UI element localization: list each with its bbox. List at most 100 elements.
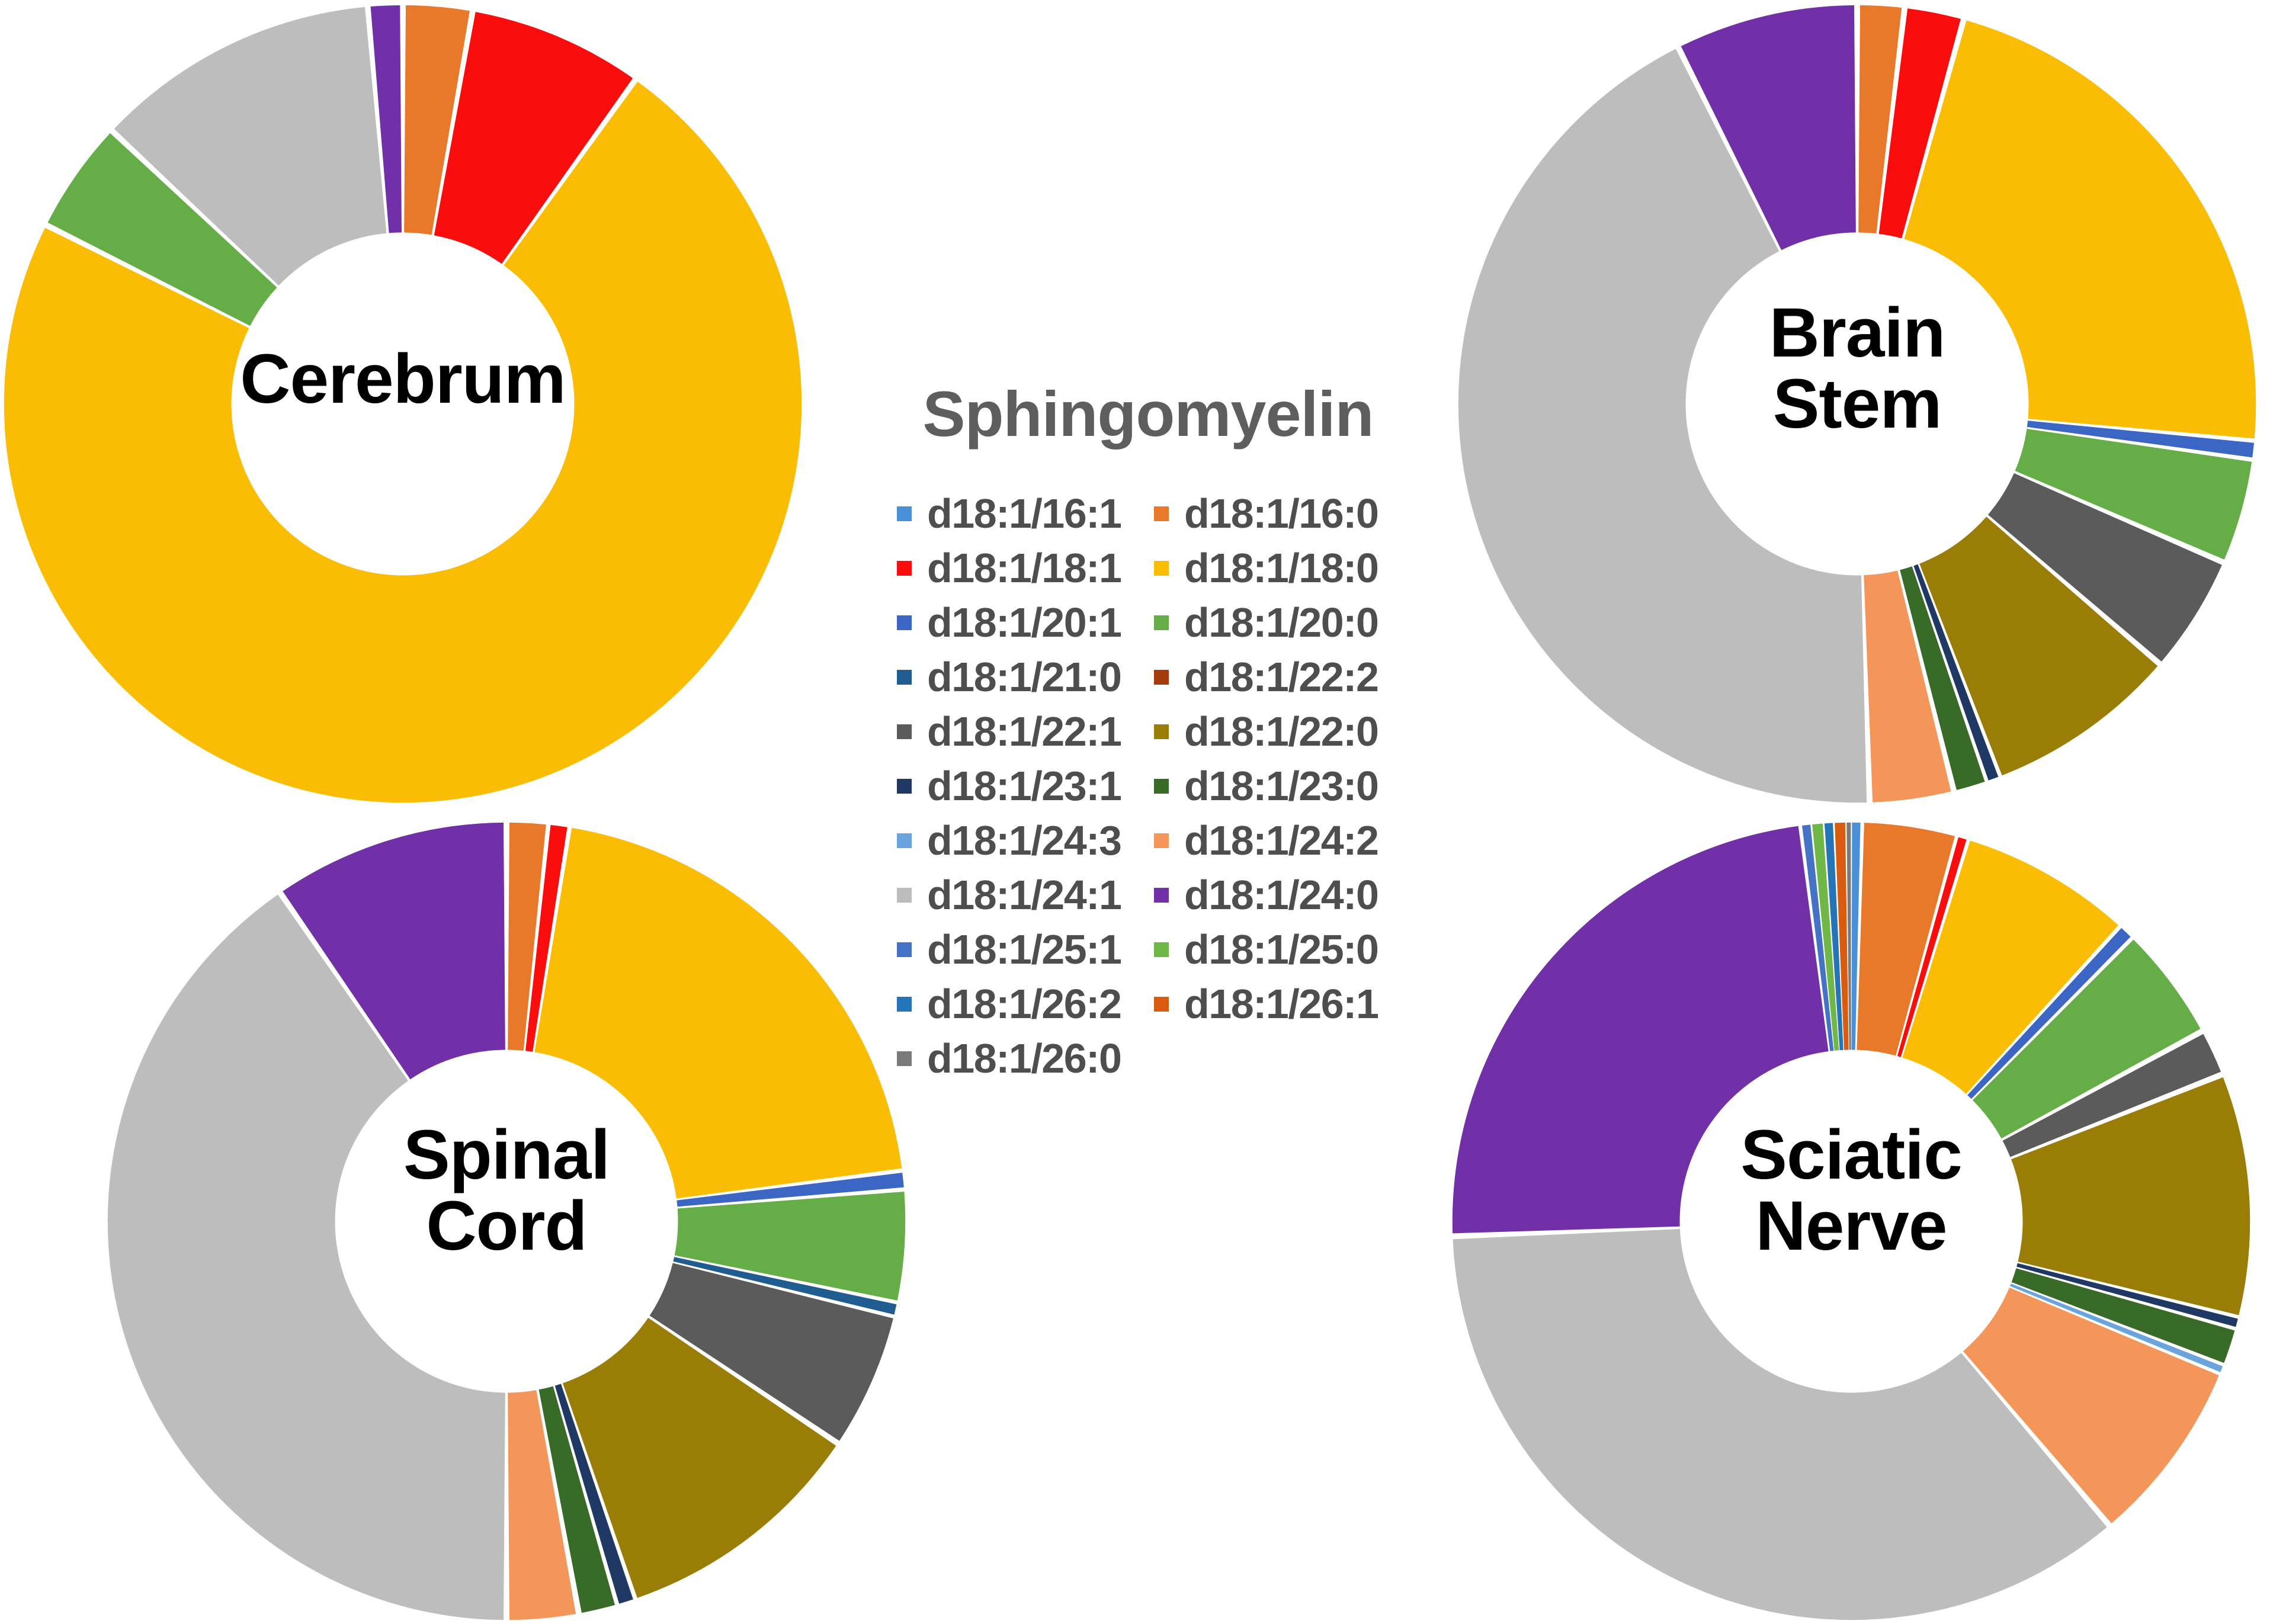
- pie-slice-d18-1-24-1[interactable]: [114, 7, 387, 286]
- pie-slice-d18-1-20-0[interactable]: [2015, 429, 2252, 560]
- pie-slice-d18-1-21-0[interactable]: [673, 1257, 897, 1315]
- pie-slice-d18-1-20-0[interactable]: [674, 1192, 906, 1301]
- legend-item-d18-1-20-1[interactable]: d18:1/20:1: [897, 599, 1154, 646]
- pie-slice-d18-1-20-0[interactable]: [47, 133, 277, 326]
- legend-row: d18:1/20:1 d18:1/20:0: [897, 599, 1426, 646]
- pie-slice-d18-1-18-0[interactable]: [1902, 840, 2118, 1095]
- pie-slice-d18-1-22-0[interactable]: [1919, 516, 2158, 776]
- legend-swatch-icon: [897, 942, 912, 957]
- pie-slice-d18-1-18-0[interactable]: [4, 81, 802, 803]
- pie-slice-d18-1-18-1[interactable]: [525, 824, 568, 1052]
- legend-swatch-icon: [1154, 560, 1169, 576]
- pie-slice-d18-1-22-1[interactable]: [2002, 1034, 2221, 1157]
- legend-label: d18:1/16:1: [927, 490, 1122, 537]
- pie-slice-d18-1-16-0[interactable]: [1857, 823, 1955, 1056]
- legend-row: d18:1/21:0 d18:1/22:2: [897, 653, 1426, 701]
- pie-slice-d18-1-18-1[interactable]: [1897, 837, 1967, 1057]
- pie-slice-d18-1-18-1[interactable]: [434, 12, 633, 264]
- pie-slice-d18-1-24-0[interactable]: [283, 822, 505, 1080]
- legend-label: d18:1/16:0: [1184, 490, 1379, 537]
- legend-row: d18:1/26:0: [897, 1035, 1426, 1082]
- legend-item-d18-1-22-2[interactable]: d18:1/22:2: [1154, 653, 1411, 701]
- legend-item-d18-1-26-0[interactable]: d18:1/26:0: [897, 1035, 1154, 1082]
- legend-item-d18-1-24-2[interactable]: d18:1/24:2: [1154, 817, 1411, 864]
- legend-item-d18-1-24-0[interactable]: d18:1/24:0: [1154, 871, 1411, 919]
- pie-slice-d18-1-23-0[interactable]: [1900, 566, 1985, 790]
- legend-item-d18-1-25-0[interactable]: d18:1/25:0: [1154, 926, 1411, 973]
- pie-slice-d18-1-26-1[interactable]: [1835, 822, 1849, 1050]
- pie-slice-d18-1-25-1[interactable]: [1801, 824, 1834, 1051]
- legend-item-d18-1-22-0[interactable]: d18:1/22:0: [1154, 708, 1411, 755]
- legend-label: d18:1/20:1: [927, 599, 1122, 646]
- legend-label: d18:1/21:0: [927, 654, 1122, 700]
- legend-label: d18:1/25:1: [927, 926, 1122, 973]
- legend-swatch-icon: [897, 506, 912, 521]
- pie-slice-d18-1-20-1[interactable]: [677, 1172, 904, 1207]
- pie-slice-d18-1-24-1[interactable]: [1458, 49, 1867, 803]
- pie-slice-d18-1-20-1[interactable]: [2027, 421, 2254, 458]
- pie-slice-d18-1-24-1[interactable]: [1453, 1229, 2107, 1620]
- legend-swatch-icon: [897, 724, 912, 739]
- legend-row: d18:1/18:1 d18:1/18:0: [897, 544, 1426, 592]
- pie-slice-d18-1-23-1[interactable]: [1913, 564, 1999, 781]
- pie-slice-d18-1-22-0[interactable]: [562, 1317, 836, 1598]
- legend-item-d18-1-24-3[interactable]: d18:1/24:3: [897, 817, 1154, 864]
- pie-slice-d18-1-18-0[interactable]: [534, 827, 902, 1199]
- pie-slice-d18-1-24-2[interactable]: [1963, 1287, 2219, 1524]
- pie-slice-d18-1-18-1[interactable]: [1878, 8, 1961, 239]
- legend-item-d18-1-22-1[interactable]: d18:1/22:1: [897, 708, 1154, 755]
- pie-slice-d18-1-16-0[interactable]: [508, 822, 546, 1051]
- pie-slice-d18-1-24-0[interactable]: [1452, 826, 1829, 1234]
- legend-swatch-icon: [1154, 615, 1169, 630]
- pie-slice-d18-1-20-0[interactable]: [1972, 939, 2201, 1139]
- legend-swatch-icon: [1154, 506, 1169, 521]
- pie-slice-d18-1-18-0[interactable]: [1904, 20, 2256, 439]
- pie-slice-d18-1-20-1[interactable]: [1967, 927, 2131, 1099]
- pie-slice-d18-1-22-1[interactable]: [1987, 473, 2222, 662]
- legend-title: Sphingomyelin: [922, 378, 1374, 450]
- legend-item-d18-1-25-1[interactable]: d18:1/25:1: [897, 926, 1154, 973]
- legend-item-d18-1-24-1[interactable]: d18:1/24:1: [897, 871, 1154, 919]
- legend-label: d18:1/25:0: [1184, 926, 1379, 973]
- donut-svg-spinal-cord: [107, 822, 906, 1620]
- legend-item-d18-1-18-0[interactable]: d18:1/18:0: [1154, 544, 1411, 592]
- legend-swatch-icon: [897, 833, 912, 848]
- legend-item-d18-1-23-0[interactable]: d18:1/23:0: [1154, 762, 1411, 810]
- pie-slice-d18-1-24-0[interactable]: [1681, 5, 1856, 251]
- legend-label: d18:1/18:1: [927, 545, 1122, 591]
- pie-slice-d18-1-24-2[interactable]: [1864, 570, 1951, 803]
- pie-slice-d18-1-23-0[interactable]: [2011, 1268, 2235, 1363]
- pie-slice-d18-1-26-0[interactable]: [1846, 822, 1851, 1050]
- legend-item-d18-1-16-0[interactable]: d18:1/16:0: [1154, 490, 1411, 537]
- legend-item-d18-1-26-1[interactable]: d18:1/26:1: [1154, 980, 1411, 1028]
- legend-item-d18-1-20-0[interactable]: d18:1/20:0: [1154, 599, 1411, 646]
- legend-item-d18-1-21-0[interactable]: d18:1/21:0: [897, 653, 1154, 701]
- legend-item-d18-1-16-1[interactable]: d18:1/16:1: [897, 490, 1154, 537]
- pie-slice-d18-1-24-0[interactable]: [370, 5, 402, 233]
- legend-items-container: d18:1/16:1 d18:1/16:0 d18:1/18:1 d18:1/18:0…: [870, 490, 1426, 1082]
- pie-slice-d18-1-24-3[interactable]: [2009, 1283, 2223, 1372]
- pie-slice-d18-1-16-1[interactable]: [1851, 822, 1861, 1050]
- pie-slice-d18-1-23-1[interactable]: [554, 1384, 633, 1604]
- legend-item-d18-1-26-2[interactable]: d18:1/26:2: [897, 980, 1154, 1028]
- pie-slice-d18-1-16-0[interactable]: [1858, 5, 1902, 234]
- legend-swatch-icon: [1154, 996, 1169, 1012]
- legend-swatch-icon: [1154, 724, 1169, 739]
- pie-slice-d18-1-16-0[interactable]: [404, 5, 470, 235]
- legend-swatch-icon: [1154, 778, 1169, 794]
- pie-slice-d18-1-23-0[interactable]: [538, 1386, 615, 1613]
- pie-slice-d18-1-25-0[interactable]: [1812, 823, 1839, 1051]
- legend-item-d18-1-18-1[interactable]: d18:1/18:1: [897, 544, 1154, 592]
- pie-slice-d18-1-26-2[interactable]: [1824, 823, 1844, 1051]
- legend-item-d18-1-23-1[interactable]: d18:1/23:1: [897, 762, 1154, 810]
- pie-slice-d18-1-24-2[interactable]: [508, 1390, 576, 1620]
- legend-swatch-icon: [897, 996, 912, 1012]
- pie-slice-d18-1-22-0[interactable]: [2011, 1077, 2250, 1315]
- pie-slice-d18-1-24-1[interactable]: [107, 894, 505, 1620]
- pie-slice-d18-1-23-1[interactable]: [2016, 1263, 2238, 1327]
- pie-slice-d18-1-22-1[interactable]: [649, 1263, 893, 1441]
